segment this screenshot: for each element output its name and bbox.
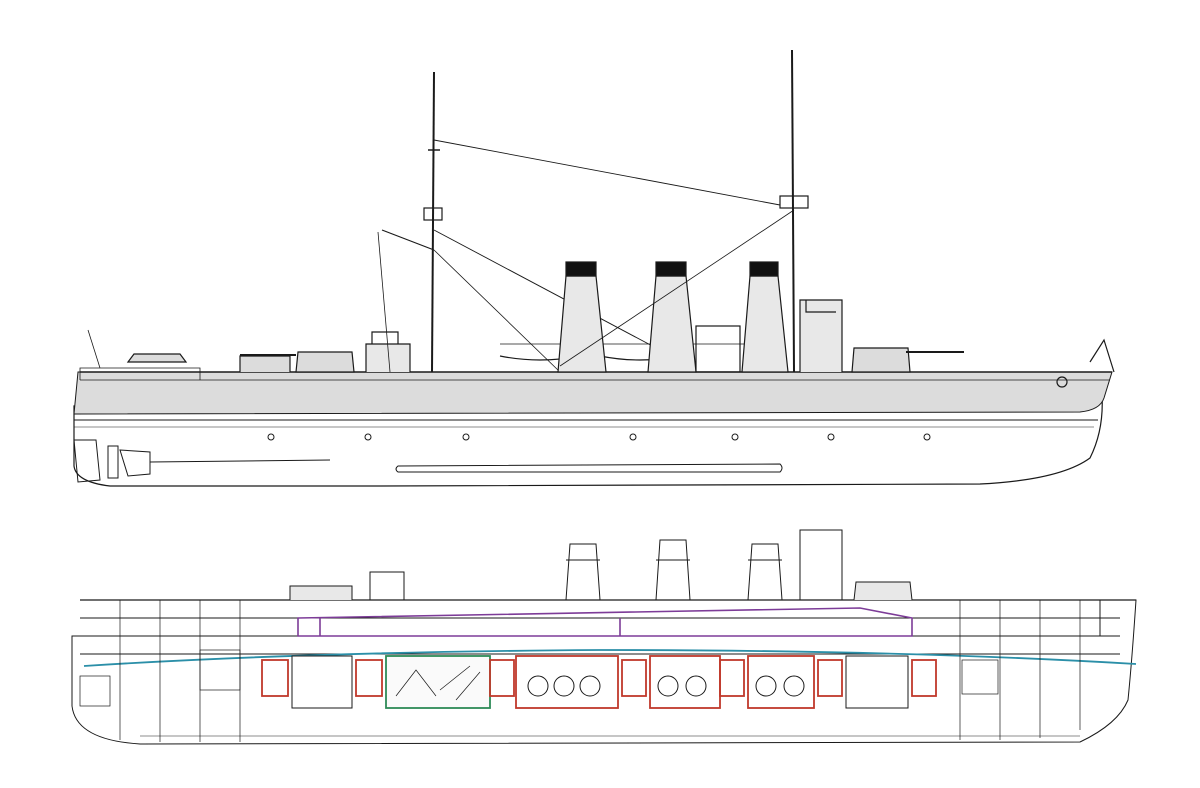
side-profile: [73, 49, 1115, 487]
magazine-fwd: [845, 655, 909, 709]
profile-foremast: [559, 49, 809, 373]
profile-upper-hull: [73, 371, 1113, 415]
profile-portholes: [267, 433, 931, 441]
armor-deck: [297, 607, 913, 637]
profile-funnel-2: [647, 261, 697, 373]
boiler-room-1: [515, 655, 619, 709]
profile-mainmast: [377, 71, 781, 373]
fore-compartments: [959, 600, 1081, 740]
inboard-section: [71, 529, 1137, 745]
profile-funnel-3: [741, 261, 789, 373]
profile-rudder-propeller: [73, 439, 331, 483]
profile-aft-main-turret: [295, 351, 355, 373]
boiler-room-3: [747, 655, 815, 709]
profile-funnel-1: [557, 261, 607, 373]
boiler-room-4: [261, 659, 937, 697]
profile-fwd-main-turret: [851, 347, 911, 373]
profile-lower-hull: [73, 394, 1103, 487]
profile-aft-turret: [126, 353, 188, 363]
engine-room: [385, 655, 491, 709]
section-hull: [71, 599, 1137, 745]
magazine-aft: [291, 655, 353, 709]
section-uptakes: [565, 539, 783, 601]
waterline: [83, 649, 1137, 667]
profile-bilge-keel: [395, 463, 783, 473]
aft-compartments: [79, 600, 241, 742]
